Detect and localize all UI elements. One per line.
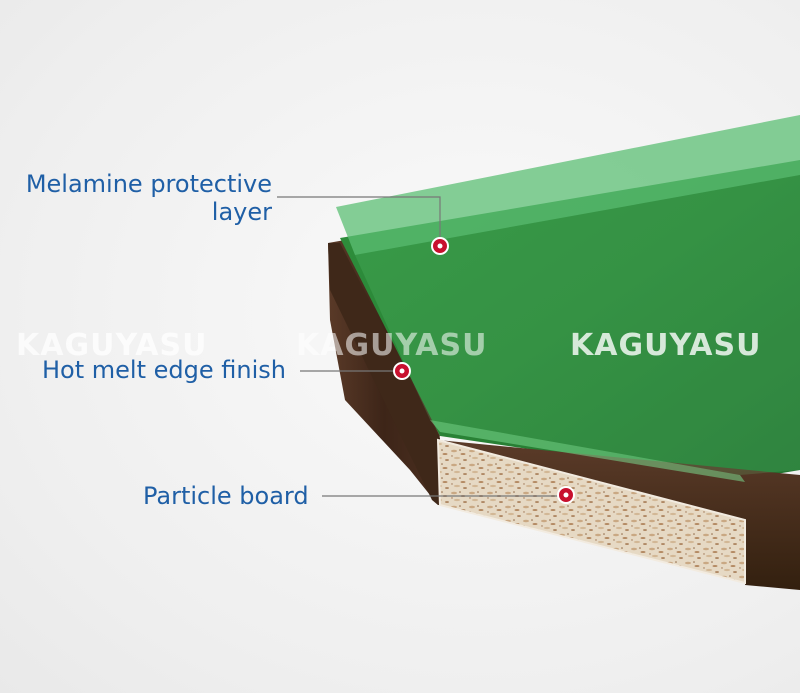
hotmelt-marker	[393, 362, 411, 380]
hot-melt-label: Hot melt edge finish	[42, 356, 286, 384]
melamine-marker	[431, 237, 449, 255]
melamine-layer-front	[430, 420, 745, 482]
board-top-surface	[340, 160, 800, 480]
melamine-layer-overlay	[355, 175, 800, 475]
melamine-label: Melamine protective layer	[26, 170, 272, 226]
edge-band-strip	[328, 243, 440, 505]
watermark-text: KAGUYASU	[296, 328, 488, 363]
particle-marker	[557, 486, 575, 504]
melamine-callout-line	[277, 196, 441, 246]
particle-board-label: Particle board	[143, 482, 309, 510]
melamine-label-line2: layer	[211, 198, 272, 226]
watermark-text: KAGUYASU	[570, 328, 762, 363]
watermark-text: KAGUYASU	[16, 328, 208, 363]
particle-board-section	[436, 438, 746, 585]
melamine-label-line1: Melamine protective	[25, 170, 272, 198]
melamine-layer	[336, 115, 800, 255]
